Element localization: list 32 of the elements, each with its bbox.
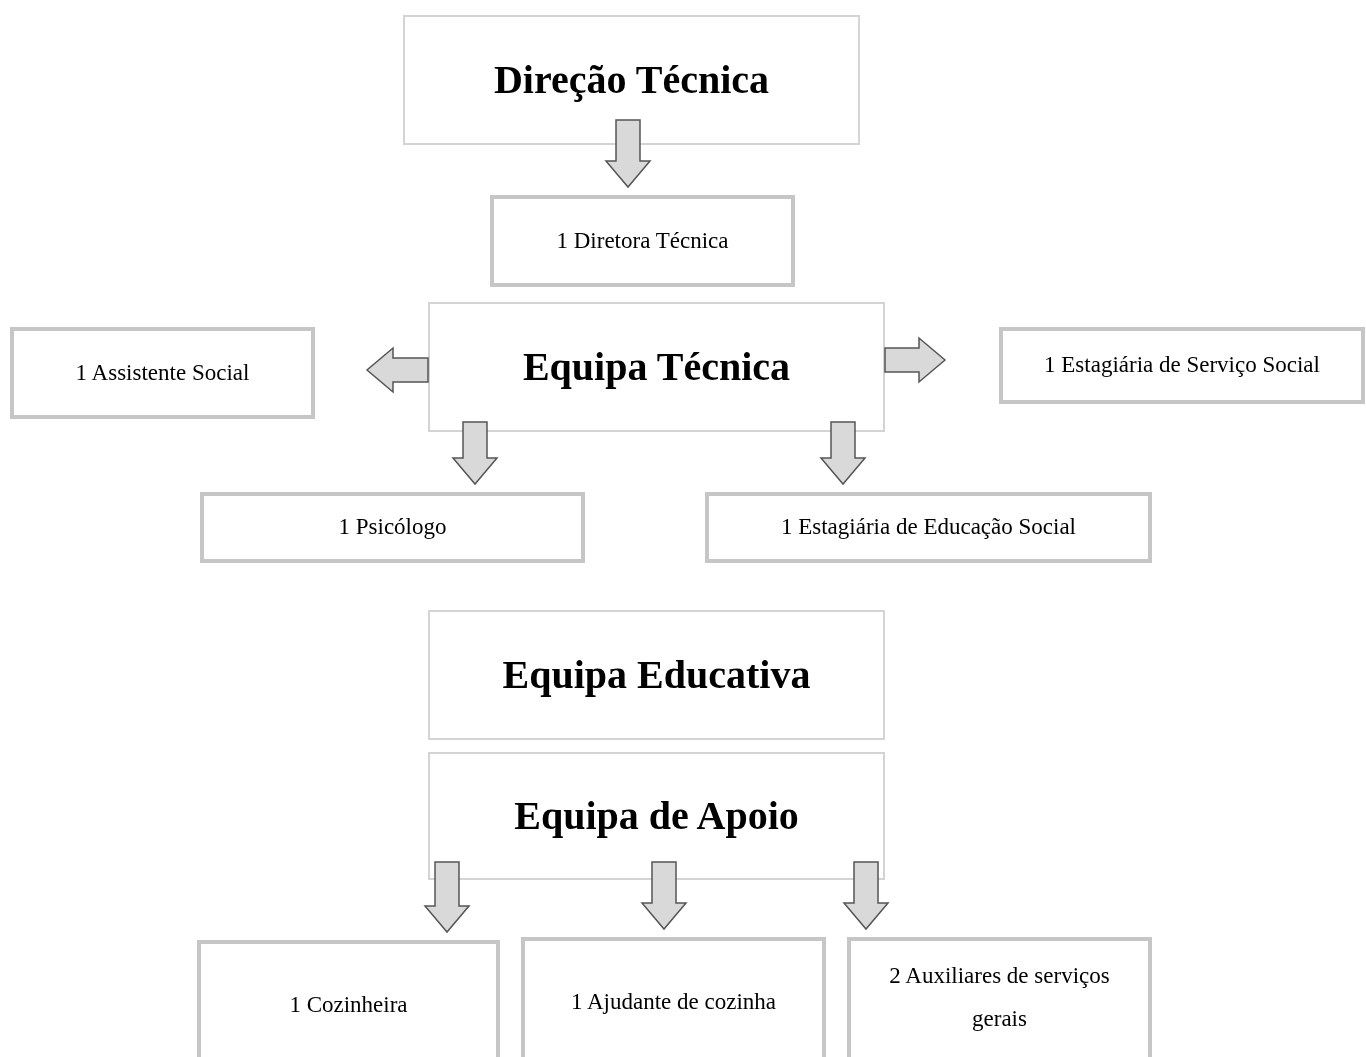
role-label: 1 Psicólogo [338, 513, 447, 542]
heading-box [428, 610, 885, 740]
block-arrow [451, 421, 499, 486]
role-box [521, 937, 826, 1057]
team-heading: Direção Técnica [493, 56, 770, 104]
team-heading: Equipa de Apoio [514, 792, 799, 840]
heading-box [428, 752, 885, 880]
block-arrow [423, 861, 471, 934]
role-label: 1 Estagiária de Serviço Social [1044, 351, 1320, 380]
role-box [197, 940, 500, 1057]
block-arrow [640, 861, 688, 931]
role-label: 1 Assistente Social [75, 358, 250, 387]
block-arrow [842, 861, 890, 931]
block-arrow [365, 346, 429, 394]
role-box [10, 327, 315, 419]
team-heading: Equipa Técnica [522, 343, 791, 391]
role-box [999, 327, 1365, 404]
team-heading: Equipa Educativa [502, 651, 811, 699]
role-label: 1 Cozinheira [289, 990, 408, 1019]
block-arrow [604, 119, 652, 189]
role-label: 1 Estagiária de Educação Social [780, 513, 1076, 542]
role-box [490, 195, 795, 287]
role-label: 1 Ajudante de cozinha [571, 987, 776, 1016]
role-box [847, 937, 1152, 1057]
heading-box [403, 15, 860, 145]
block-arrow [819, 421, 867, 486]
block-arrow [884, 336, 947, 384]
role-box [200, 492, 585, 563]
role-label: 2 Auxiliares de serviços gerais [888, 962, 1111, 1033]
heading-box [428, 302, 885, 432]
role-label: 1 Diretora Técnica [556, 226, 729, 255]
role-box [705, 492, 1152, 563]
